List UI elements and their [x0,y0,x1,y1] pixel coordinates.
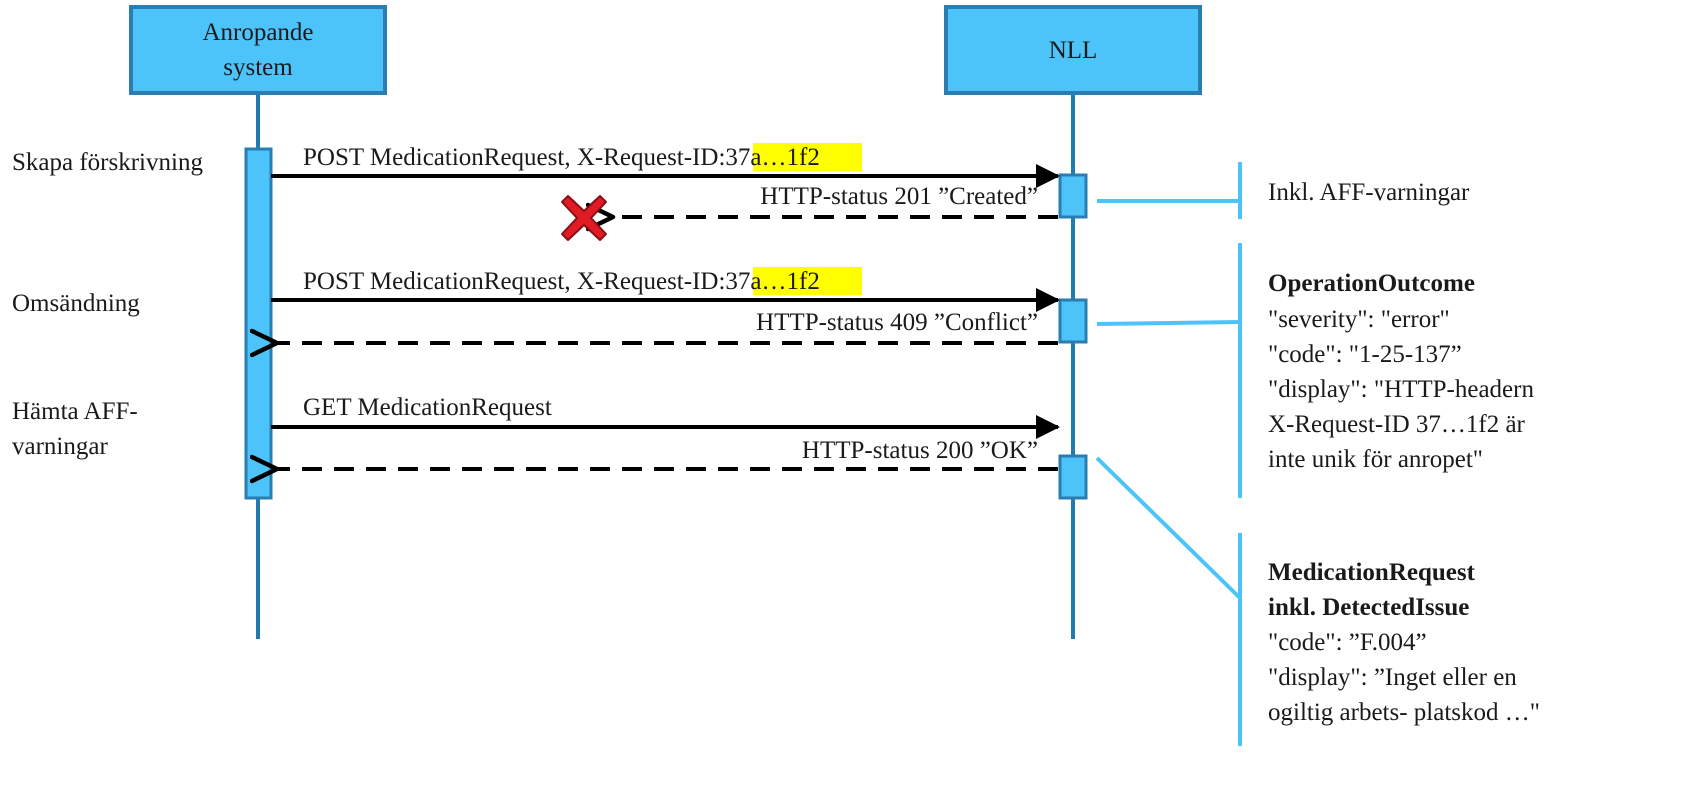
response-message-2: HTTP-status 409 ”Conflict” [756,309,1038,336]
response-message-1: HTTP-status 201 ”Created” [760,183,1038,210]
request-message-3: GET MedicationRequest [303,394,552,421]
participant-label: NLL [1049,37,1098,64]
participant-anropande-system: Anropande system [129,5,387,95]
note-title: OperationOutcome [1268,270,1475,297]
note-text: "code": ”F.004” [1268,629,1427,656]
request-id-value: 37a…1f2 [725,268,819,295]
note-title: inkl. DetectedIssue [1268,594,1469,621]
participant-nll: NLL [944,5,1202,95]
note-connector-2 [1096,320,1241,326]
note-text: inte unik för anropet" [1268,446,1483,473]
step-label-skapa: Skapa förskrivning [12,149,203,176]
note-text: Inkl. AFF-varningar [1268,179,1470,206]
activation-nll-1 [1058,173,1088,219]
request-message-2: POST MedicationRequest, X-Request-ID:37a… [303,268,820,295]
step-label-omsandning: Omsändning [12,290,140,317]
note-text: X-Request-ID 37…1f2 är [1268,411,1526,438]
request-message-1: POST MedicationRequest, X-Request-ID:37a… [303,144,820,171]
participant-label: Anropande [202,19,313,46]
activation-nll-2 [1058,298,1088,344]
activation-anropande-system [244,147,273,500]
lost-message-cross-icon [561,195,607,241]
note-text: ogiltig arbets- platskod …" [1268,699,1540,726]
response-message-3: HTTP-status 200 ”OK” [802,437,1038,464]
participant-label: system [223,54,293,81]
activation-nll-3 [1058,454,1088,500]
request-id-highlight [753,267,862,295]
note-text: "display": ”Inget eller en [1268,664,1517,691]
request-id-highlight [753,143,862,171]
note-text: "code": "1-25-137” [1268,341,1462,368]
step-label-hamta: varningar [12,433,108,460]
note-title: MedicationRequest [1268,559,1476,586]
note-connector-3 [1095,456,1242,600]
note-text: "display": "HTTP-headern [1268,376,1534,403]
step-label-hamta: Hämta AFF- [12,398,138,425]
note-text: "severity": "error" [1268,306,1450,333]
request-id-value: 37a…1f2 [725,144,819,171]
